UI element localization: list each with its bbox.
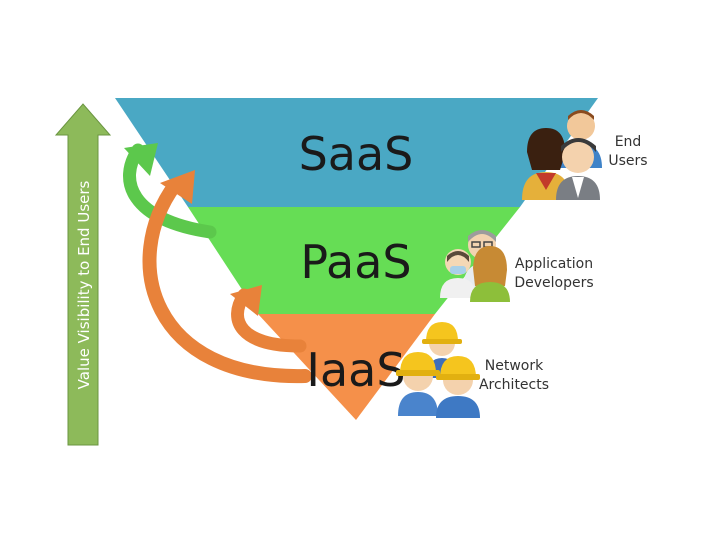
green-arrow-head <box>124 143 158 176</box>
service-pyramid <box>115 98 598 420</box>
end-users-icon <box>522 110 602 200</box>
layer-paas <box>188 207 520 314</box>
green-curve-arrow <box>123 143 217 239</box>
orange-arrow-head-small <box>230 285 262 316</box>
axis-arrow <box>54 103 112 446</box>
application-developers-label-line2: Developers <box>514 275 593 291</box>
layer-saas <box>115 98 598 207</box>
network-architects-icon <box>396 322 480 418</box>
application-developers-label-line1: Application <box>515 256 593 272</box>
end-users-label-line2: Users <box>608 153 647 169</box>
saas-label: SaaS <box>299 127 414 181</box>
orange-arrow-head-large <box>160 170 195 204</box>
value-arrows <box>123 143 312 384</box>
network-architects-label-line2: Architects <box>479 377 549 393</box>
orange-curve-arrow-large <box>142 178 312 384</box>
application-developers-icon <box>440 230 510 302</box>
axis-label: Value Visibility to End Users <box>75 180 93 389</box>
end-users-label-line1: End <box>615 134 642 150</box>
orange-curve-arrow-small <box>231 288 307 353</box>
iaas-label: IaaS <box>306 343 405 397</box>
paas-label: PaaS <box>300 235 411 289</box>
network-architects-label-line1: Network <box>485 358 544 374</box>
value-visibility-axis: Value Visibility to End Users <box>54 103 112 446</box>
